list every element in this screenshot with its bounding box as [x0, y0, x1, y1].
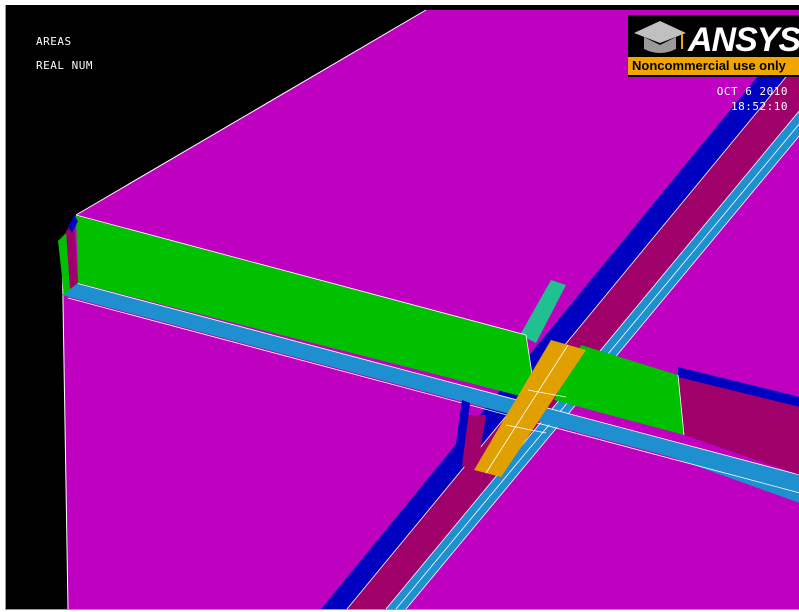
- areas-plot[interactable]: [6, 5, 799, 609]
- horizontal-rib-blue-edge: [678, 367, 799, 407]
- intersection-orange-strip: [474, 340, 586, 477]
- lower-rib-blue-face: [454, 400, 470, 465]
- intersection-edge-line: [527, 389, 567, 398]
- graduation-cap-icon: [634, 21, 686, 53]
- intersection-teal-face: [520, 280, 566, 343]
- rib-end-blue-face: [68, 215, 78, 233]
- horizontal-rib-cyan-strip: [62, 283, 799, 503]
- rib-edge-line: [346, 60, 799, 609]
- legend-title: AREAS: [36, 35, 72, 48]
- rib-edge-line: [677, 374, 685, 436]
- ansys-logo: ANSYS Noncommercial use only: [628, 15, 799, 77]
- date-stamp: OCT 6 2010: [716, 85, 788, 98]
- noncommercial-band: Noncommercial use only: [628, 57, 799, 75]
- legend-subtitle: REAL NUM: [36, 59, 93, 72]
- intersection-edge-line: [505, 424, 547, 434]
- rib-edge-line: [75, 282, 799, 476]
- graphics-viewport[interactable]: AREAS REAL NUM ANSYS Noncommercial use o…: [5, 5, 799, 610]
- horizontal-rib-green-face: [76, 215, 536, 400]
- plate-edge-line: [75, 9, 427, 216]
- rib-end-maroon-face: [66, 221, 78, 289]
- diagonal-rib-blue-face: [321, 26, 799, 609]
- logo-wordmark: ANSYS: [688, 21, 799, 59]
- rib-edge-line: [75, 214, 527, 336]
- lower-rib-maroon-face: [462, 415, 486, 475]
- horizontal-rib-green-face: [554, 345, 684, 435]
- horizontal-rib-maroon-face: [678, 377, 799, 475]
- rib-edge-line: [67, 297, 799, 494]
- plate-edge-line: [61, 240, 69, 609]
- time-stamp: 18:52:10: [731, 100, 788, 113]
- intersection-edge-line: [485, 344, 569, 474]
